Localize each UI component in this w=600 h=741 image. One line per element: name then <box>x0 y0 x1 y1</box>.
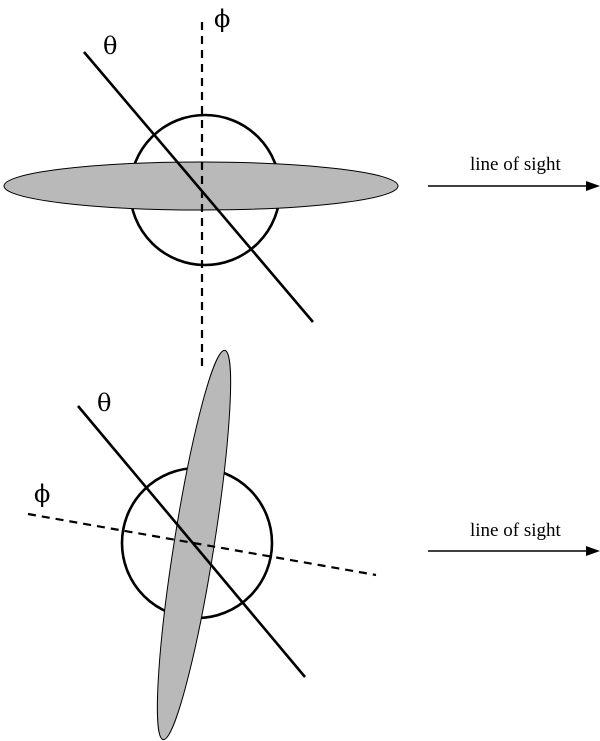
top-theta-axis <box>83 51 314 323</box>
top-panel: θ ϕ line of sight <box>3 5 600 370</box>
bottom-phi-axis <box>27 512 377 577</box>
bottom-line-of-sight-label: line of sight <box>470 520 561 541</box>
bottom-line-of-sight-arrow-head <box>586 546 600 556</box>
top-line-of-sight-label: line of sight <box>470 154 561 175</box>
bottom-theta-label: θ <box>97 389 111 417</box>
top-theta-label: θ <box>103 32 117 60</box>
bottom-panel: θ ϕ line of sight <box>27 349 600 741</box>
top-line-of-sight-arrow-head <box>586 181 600 191</box>
bottom-phi-label: ϕ <box>34 480 50 508</box>
top-phi-label: ϕ <box>214 5 230 33</box>
bottom-theta-axis <box>77 405 306 678</box>
